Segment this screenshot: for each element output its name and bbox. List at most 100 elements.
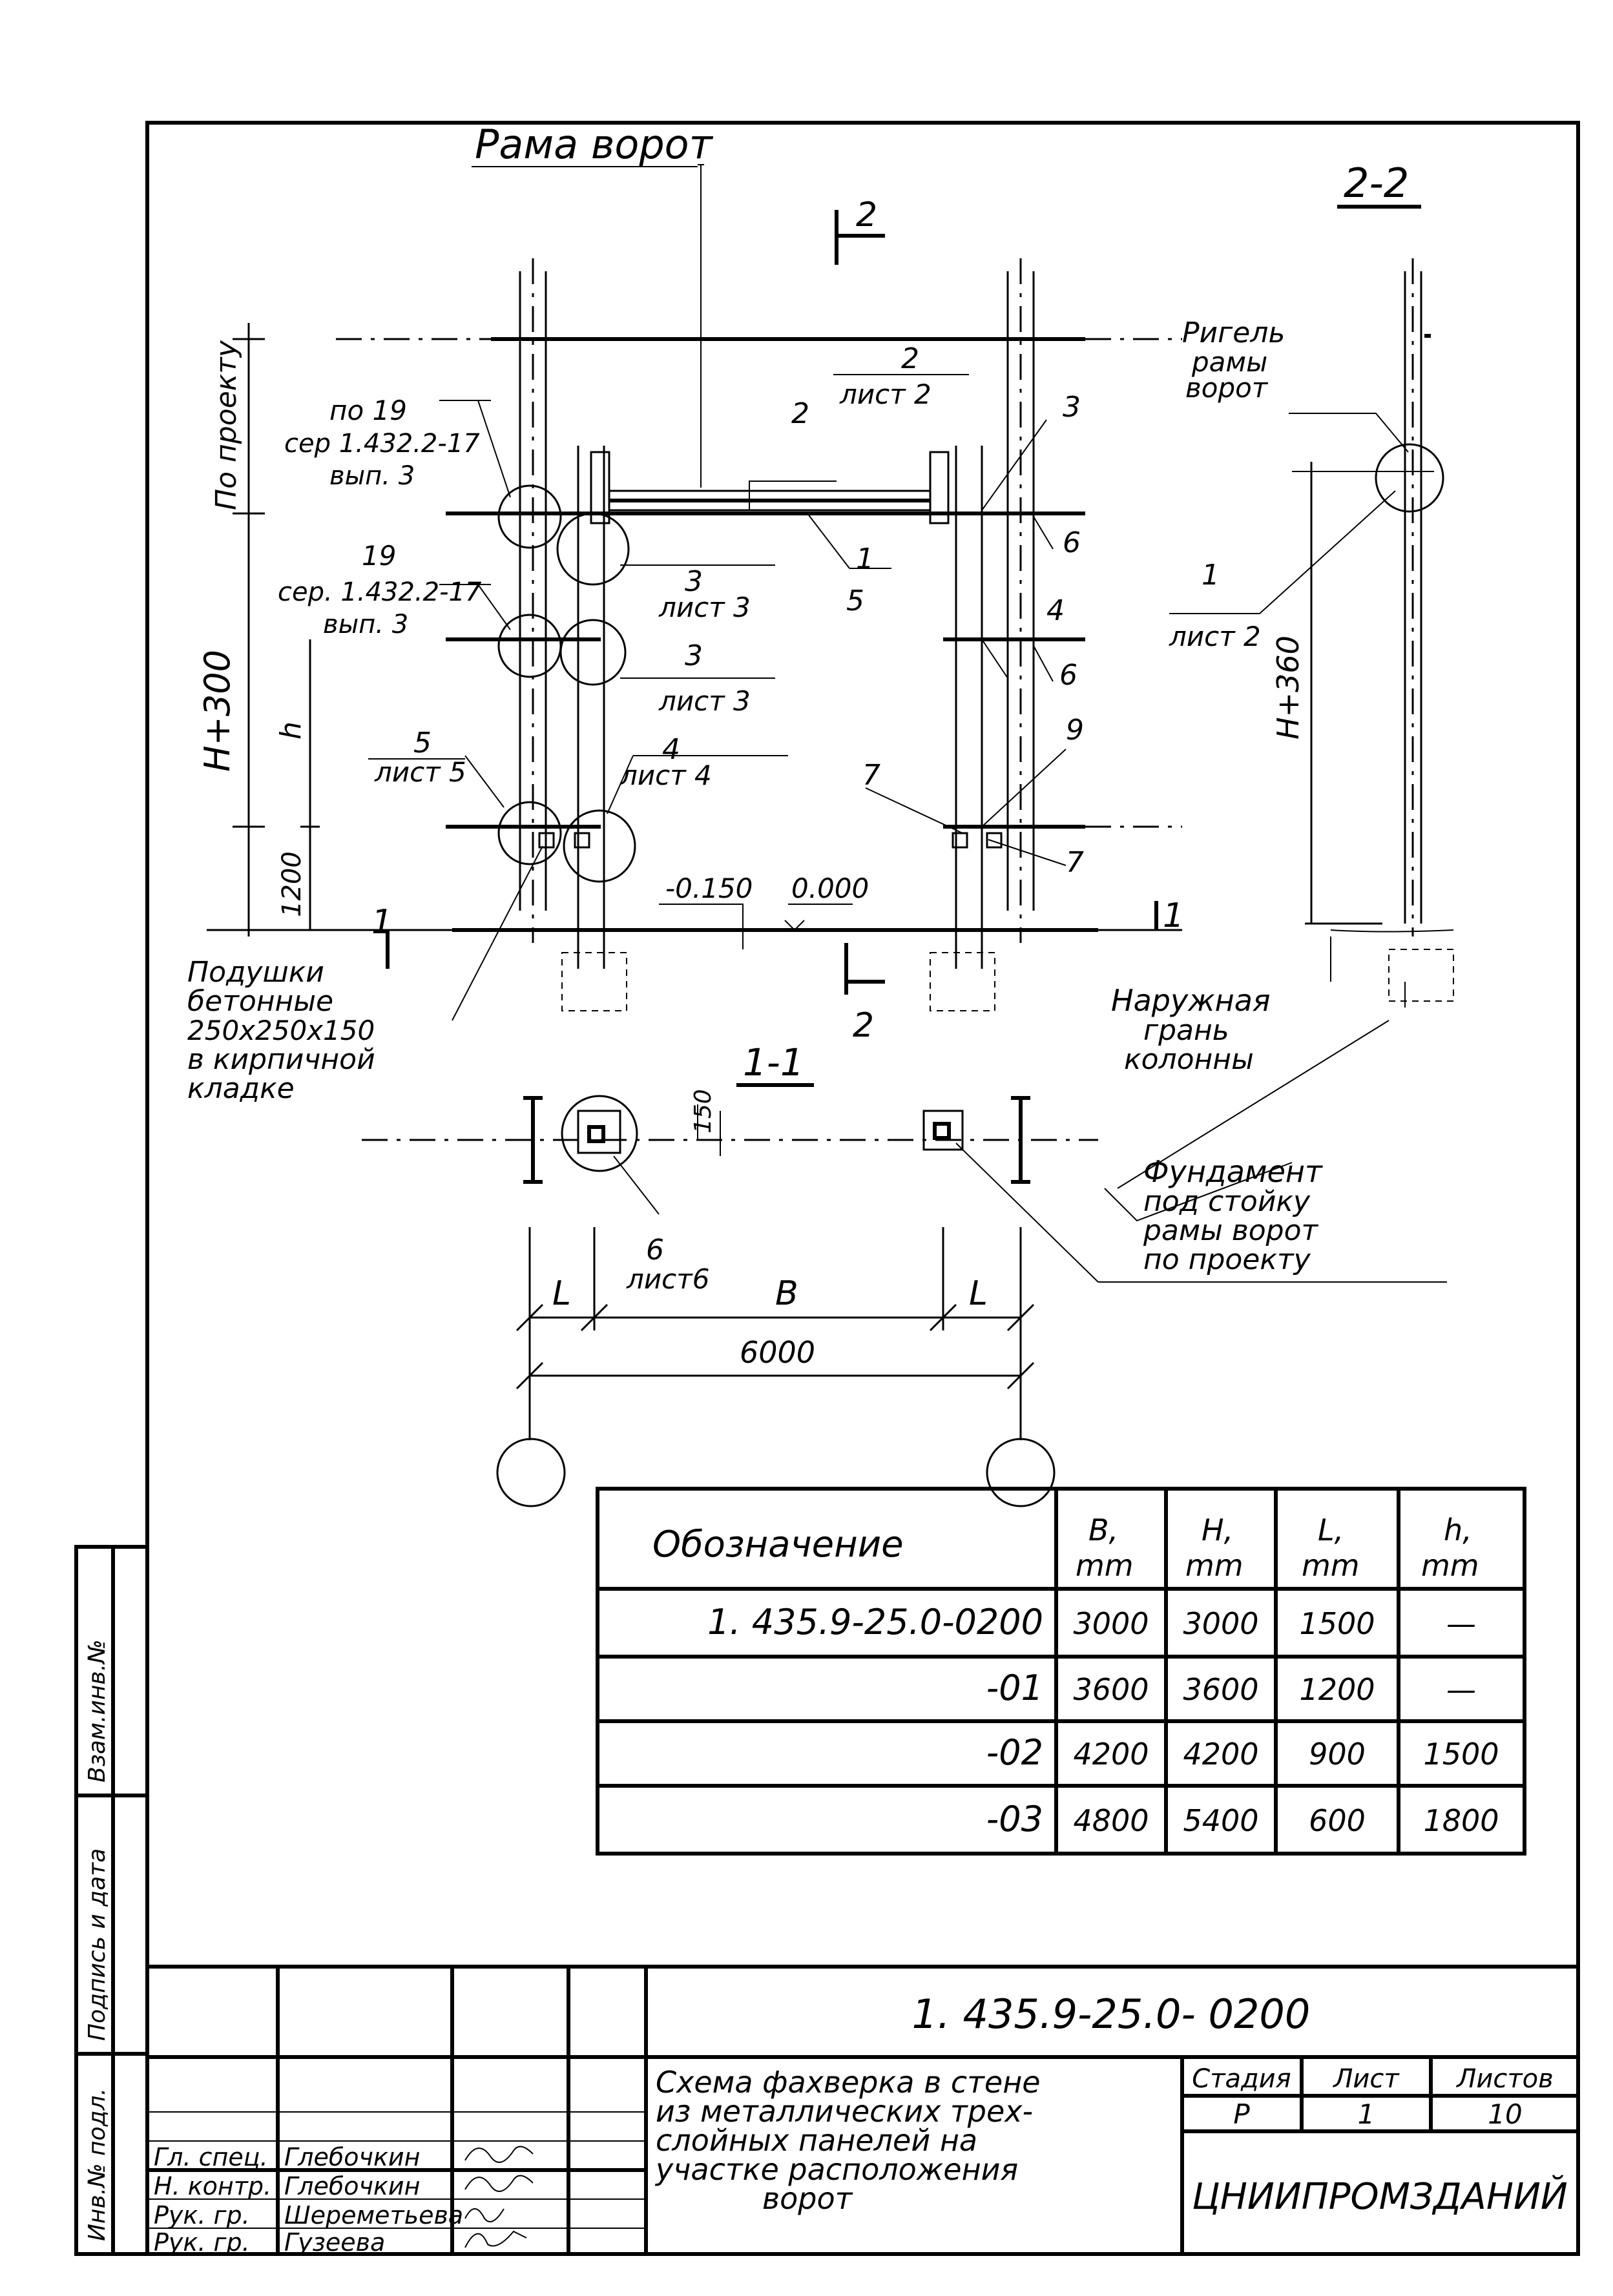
callout-3a: 3 [1063, 391, 1081, 424]
cut-mark-1-right: 1 [1163, 896, 1184, 935]
cut-mark-1-left: 1 [371, 903, 393, 942]
table-row1-b: 3600 [1073, 1672, 1149, 1707]
role-3: Рук. гр. [154, 2201, 250, 2229]
sheets-label: Листов [1455, 2064, 1553, 2094]
rigel-callout-sheet: лист 2 [1169, 621, 1261, 652]
pads-line5: кладке [187, 1072, 295, 1105]
table-header-designation: Обозначение [652, 1524, 904, 1566]
foundation-line2: под стойку [1143, 1185, 1311, 1218]
table-row2-h: 4200 [1183, 1737, 1258, 1772]
foundation-line3: рамы ворот [1143, 1214, 1319, 1247]
section-2-2 [1169, 258, 1454, 1008]
signature-1 [464, 2146, 534, 2163]
dim-h300: H+300 [197, 650, 238, 772]
pads-line1: Подушки [187, 956, 324, 989]
front-elevation [207, 164, 1182, 1021]
callout-uz19b-line2: сер. 1.432.2-17 [278, 577, 482, 607]
role-4: Рук. гр. [154, 2228, 250, 2257]
title-line-3: слойных панелей на [656, 2123, 977, 2158]
callout-4-sheet: лист 4 [619, 760, 712, 791]
cut-mark-2-bottom: 2 [853, 1006, 874, 1045]
table-row2-l: 900 [1309, 1737, 1366, 1772]
pads-line2: бетонные [187, 985, 333, 1018]
callout-7b: 7 [1066, 846, 1084, 879]
table-header-l: L, [1318, 1513, 1344, 1547]
callout-6b: 6 [1059, 659, 1077, 692]
callout-3a-sheet: лист 3 [658, 592, 751, 623]
rigel-line3: ворот [1185, 372, 1269, 404]
spec-table-grid [596, 1487, 1526, 1856]
callout-uz19b-line1: 19 [362, 540, 396, 572]
callout-uz19-line3: вып. 3 [329, 461, 415, 491]
pads-line3: 250х250х150 [187, 1015, 375, 1046]
callout-7a: 7 [862, 759, 880, 792]
callout-3a-number: 3 [685, 565, 703, 598]
dim-h: h [275, 721, 307, 739]
outer-face-line3: колонны [1124, 1043, 1254, 1076]
callout-6-number: 6 [646, 1234, 664, 1267]
side-stamp-vzam: Взам.инв.№ [84, 1639, 110, 1783]
dim-h360: H+360 [1271, 636, 1306, 739]
table-row1-hh: — [1446, 1672, 1476, 1707]
callout-6-sheet: лист6 [626, 1263, 709, 1295]
title-line-4: участке расположения [654, 2152, 1018, 2187]
dim-l-left: L [552, 1274, 571, 1313]
table-row2-hh: 1500 [1423, 1737, 1499, 1772]
callout-5-number: 5 [413, 727, 432, 760]
dim-1200: 1200 [277, 851, 307, 917]
table-row3-hh: 1800 [1423, 1803, 1499, 1838]
organization-name: ЦНИИПРОМЗДАНИЙ [1192, 2176, 1568, 2218]
side-stamp-grid [74, 1545, 149, 2256]
table-row2-b: 4200 [1073, 1737, 1149, 1772]
callout-2b: 2 [791, 397, 809, 430]
title-line-1: Схема фахверка в стене [656, 2065, 1041, 2100]
name-3: Шереметьева [284, 2201, 463, 2229]
foundation-line1: Фундамент [1143, 1154, 1323, 1189]
table-header-h-unit: mm [1185, 1548, 1244, 1583]
table-row0-l: 1500 [1299, 1606, 1375, 1641]
level-m0150: -0.150 [665, 873, 753, 904]
rigel-callout-number: 1 [1202, 559, 1220, 592]
section-1-1 [362, 1020, 1447, 1507]
callout-1b: 1 [856, 543, 874, 575]
pads-line4: в кирпичной [187, 1043, 375, 1076]
table-row0-designation: 1. 435.9-25.0-0200 [707, 1602, 1043, 1642]
callout-5-sheet: лист 5 [374, 756, 466, 788]
sheet-frame [145, 121, 1580, 2256]
table-row3-b: 4800 [1073, 1803, 1149, 1838]
dim-po-proektu: По проекту [210, 340, 243, 510]
table-header-hh: h, [1444, 1513, 1472, 1547]
name-4: Гузеева [284, 2228, 385, 2257]
table-row0-b: 3000 [1073, 1606, 1149, 1641]
document-code: 1. 435.9-25.0- 0200 [912, 1991, 1311, 2038]
outer-face-line2: грань [1143, 1014, 1229, 1047]
role-1: Гл. спец. [154, 2143, 268, 2171]
callout-uz19-line2: сер 1.432.2-17 [284, 429, 480, 459]
frame-label: Рама ворот [475, 121, 714, 168]
dim-150: 150 [690, 1089, 716, 1133]
side-stamp-inv-podl: Инв.№ подл. [84, 2088, 110, 2241]
name-1: Глебочкин [284, 2143, 420, 2171]
table-row3-designation: -03 [986, 1799, 1043, 1839]
stage-value: Р [1233, 2098, 1250, 2130]
callout-2-number: 2 [901, 342, 919, 375]
title-line-5: ворот [762, 2181, 853, 2216]
rigel-line1: Ригель [1182, 316, 1285, 349]
side-stamp-signature: Подпись и дата [84, 1848, 110, 2041]
table-row1-l: 1200 [1299, 1672, 1375, 1707]
signature-2 [464, 2175, 534, 2192]
table-row2-designation: -02 [986, 1732, 1043, 1773]
cut-mark-2-top: 2 [856, 196, 877, 234]
name-2: Глебочкин [284, 2172, 420, 2200]
dim-l-right: L [969, 1274, 988, 1313]
sheet-value: 1 [1358, 2098, 1375, 2130]
signature-4 [464, 2230, 527, 2248]
stage-label: Стадия [1192, 2064, 1291, 2094]
sheets-value: 10 [1488, 2098, 1522, 2130]
section-1-1-title: 1-1 [743, 1040, 804, 1084]
callout-3b-sheet: лист 3 [658, 685, 751, 717]
callout-4-number: 4 [662, 733, 680, 766]
table-header-h: H, [1202, 1513, 1233, 1547]
dim-6000: 6000 [740, 1335, 815, 1370]
